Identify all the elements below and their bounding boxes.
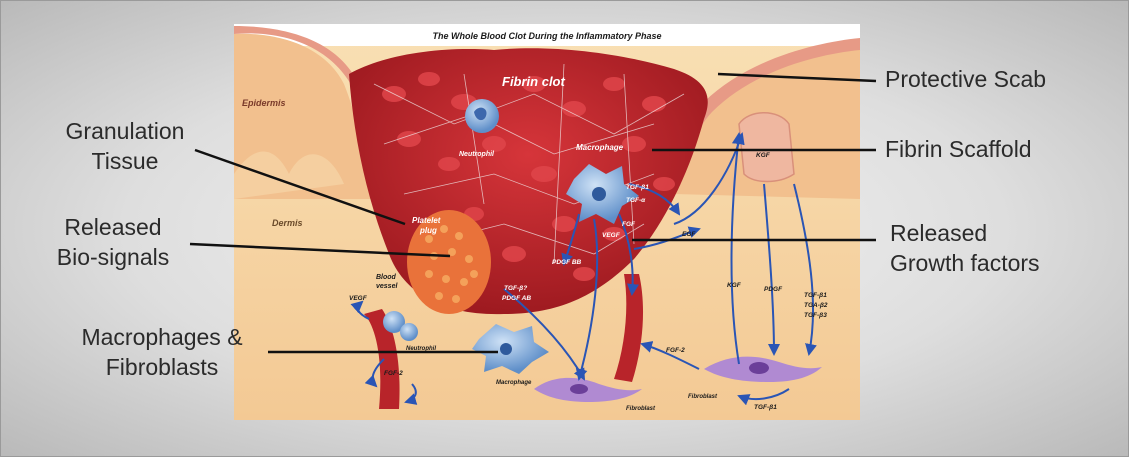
callout-line: Macrophages & xyxy=(62,322,262,352)
callout-line: Released xyxy=(890,218,1040,248)
callout-line: Released xyxy=(38,212,188,242)
leader-bio-signals xyxy=(190,244,450,256)
callout-line: Granulation xyxy=(50,116,200,146)
callout-line: Bio-signals xyxy=(38,242,188,272)
callout-line: Tissue xyxy=(50,146,200,176)
protective-scab-callout: Protective Scab xyxy=(885,64,1046,94)
callout-line: Growth factors xyxy=(890,248,1040,278)
growth-factors-callout: Released Growth factors xyxy=(890,218,1040,278)
leader-protective-scab xyxy=(718,74,876,81)
macrophages-fibroblasts-callout: Macrophages & Fibroblasts xyxy=(62,322,262,382)
callout-line: Fibroblasts xyxy=(62,352,262,382)
leader-granulation-tissue xyxy=(195,150,405,224)
fibrin-scaffold-callout: Fibrin Scaffold xyxy=(885,134,1032,164)
granulation-tissue-callout: Granulation Tissue xyxy=(50,116,200,176)
bio-signals-callout: Released Bio-signals xyxy=(38,212,188,272)
